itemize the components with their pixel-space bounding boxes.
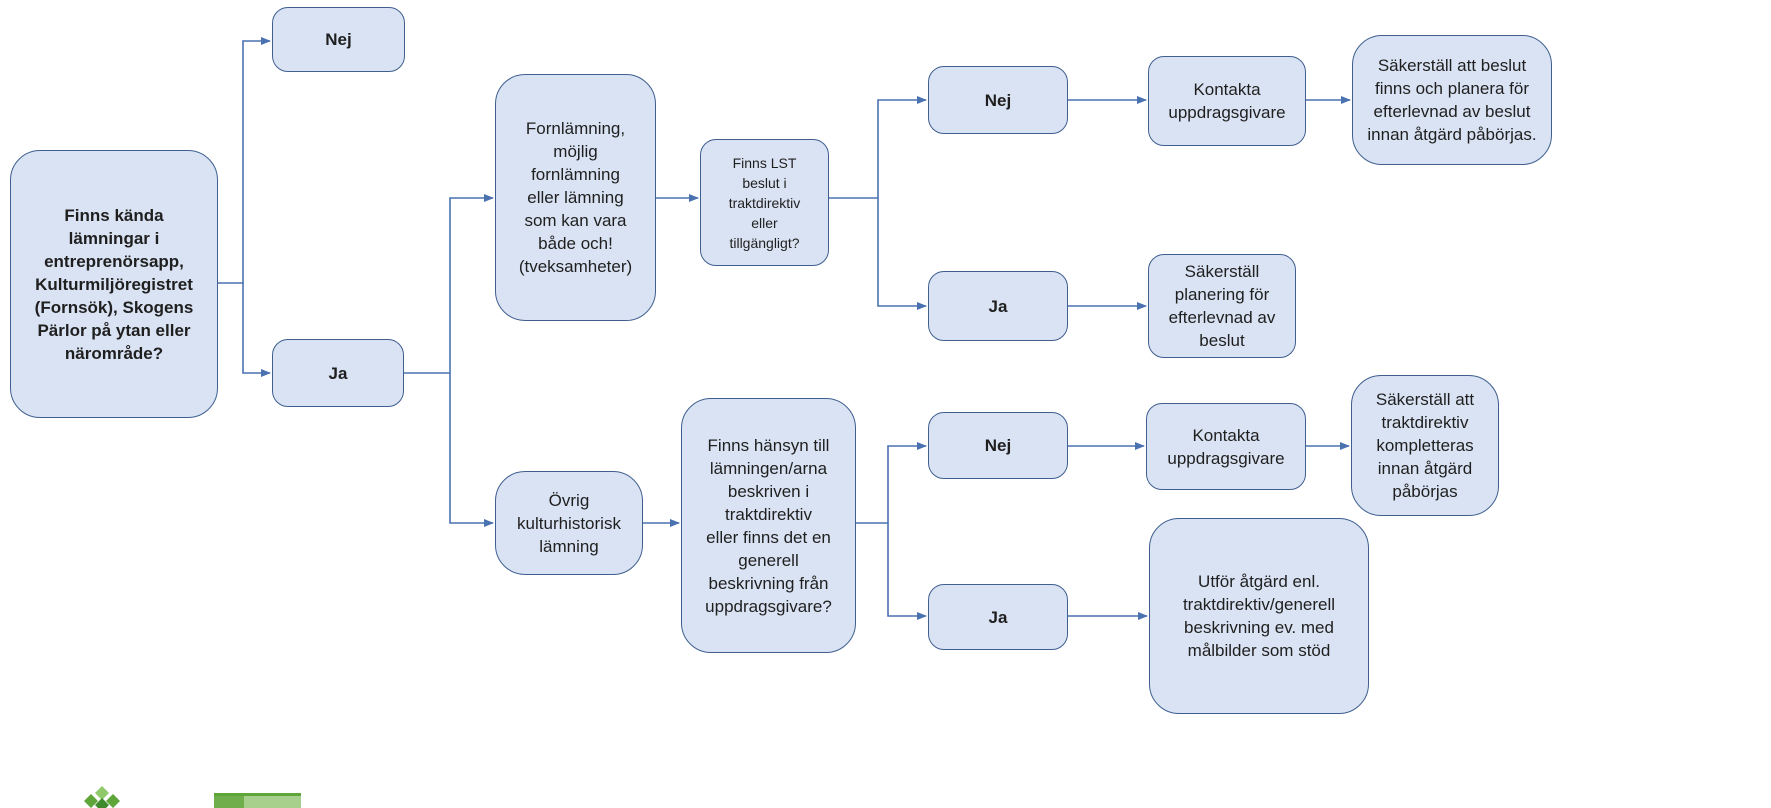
node-answer-lst-ja: Ja (928, 271, 1068, 341)
node-sakerstall-beslut: Säkerställ att beslut finns och planera … (1352, 35, 1552, 165)
node-utfor-atgard: Utför åtgärd enl. traktdirektiv/generell… (1149, 518, 1369, 714)
node-answer-hansyn-nej: Nej (928, 412, 1068, 479)
connector-ja-to-fornlamning (404, 194, 494, 374)
node-answer-hansyn-ja: Ja (928, 584, 1068, 650)
connector-finns-hansyn-to-ja (887, 523, 927, 620)
node-sakerstall-planering: Säkerställ planering för efterlevnad av … (1148, 254, 1296, 358)
node-sakerstall-traktdirektiv: Säkerställ att traktdirektiv komplettera… (1351, 375, 1499, 516)
node-kontakta-uppdragsgivare-1: Kontakta uppdragsgivare (1148, 56, 1306, 146)
connector-finns-lst-to-nej (829, 96, 927, 199)
connector-finns-hansyn-to-nej (856, 442, 927, 524)
connector-start-to-nej (218, 37, 271, 284)
connector-start-to-ja (242, 283, 271, 377)
node-answer-lst-nej: Nej (928, 66, 1068, 134)
node-answer-ja-main: Ja (272, 339, 404, 407)
connector-ja-to-ovrig (449, 373, 494, 527)
node-kontakta-uppdragsgivare-2: Kontakta uppdragsgivare (1146, 403, 1306, 490)
brand-logo-leaf-icon (78, 786, 126, 808)
node-ovrig-kulturhistorisk: Övrig kulturhistorisk lämning (495, 471, 643, 575)
node-fornlamning: Fornlämning, möjlig fornlämning eller lä… (495, 74, 656, 321)
node-question-finns-hansyn: Finns hänsyn till lämningen/arna beskriv… (681, 398, 856, 653)
node-answer-nej-top: Nej (272, 7, 405, 72)
connector-finns-lst-to-ja (877, 198, 927, 310)
node-question-finns-lst: Finns LST beslut i traktdirektiv eller t… (700, 139, 829, 266)
node-question-known-remains: Finns kända lämningar i entreprenörsapp,… (10, 150, 218, 418)
brand-logo-block-icon (214, 793, 301, 808)
